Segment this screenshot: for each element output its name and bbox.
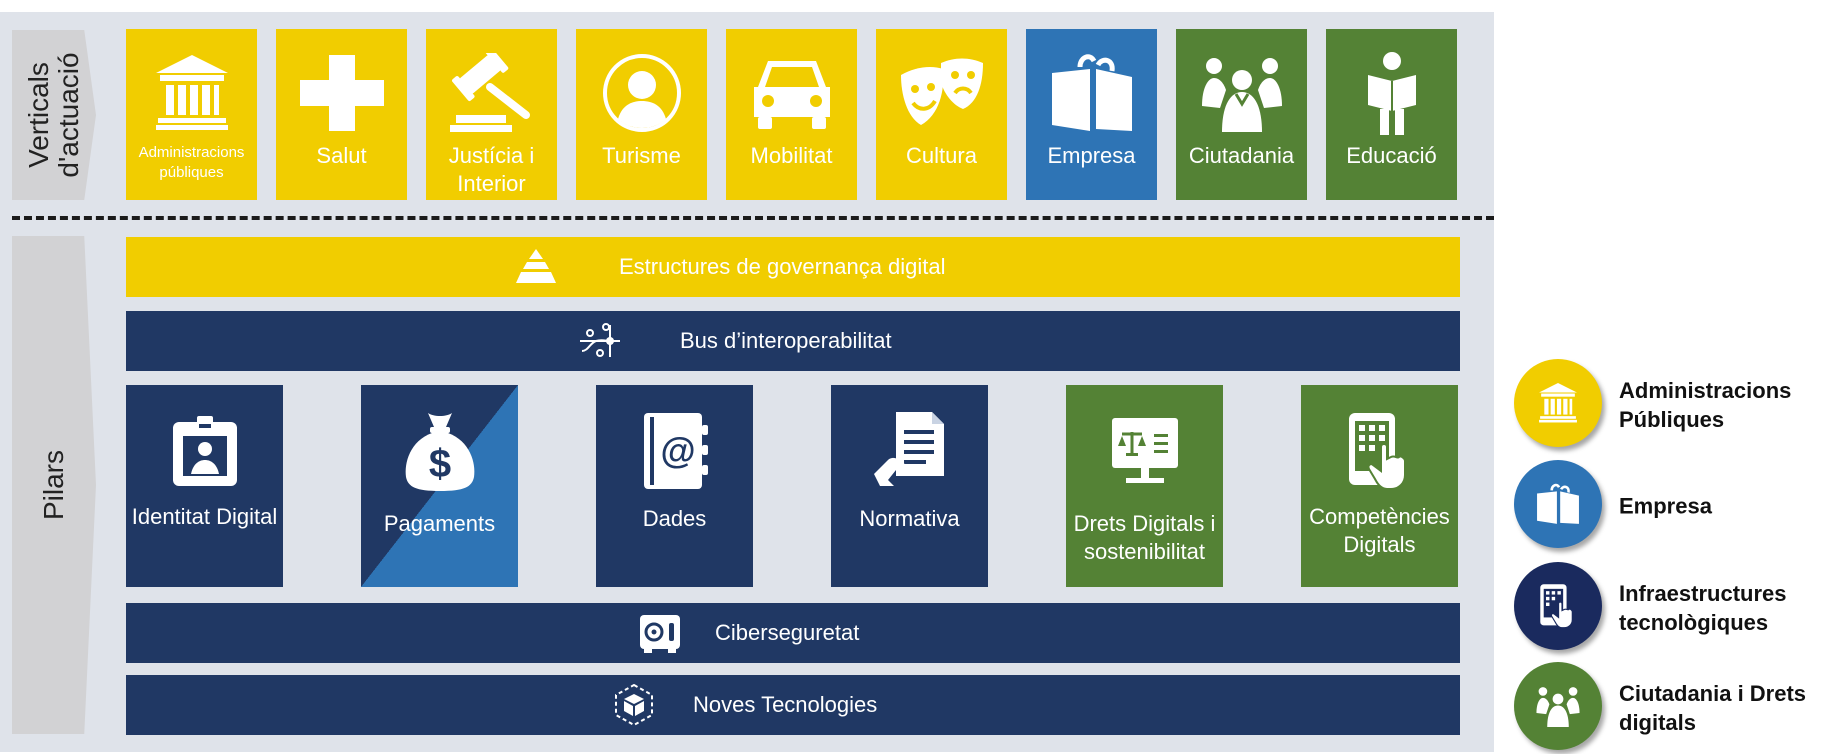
legend-item-empresa: Empresa: [1514, 460, 1832, 552]
vertical-tile-justicia[interactable]: Justícia i Interior: [426, 29, 557, 200]
legend-item-ciutadania: Ciutadania i Drets digitals: [1514, 662, 1832, 754]
pillar-label: Identitat Digital: [131, 504, 278, 529]
pillar-dades[interactable]: @ Dades: [596, 385, 753, 587]
bar-ciberseguretat-label: Ciberseguretat: [715, 620, 860, 645]
person-circle-icon: [576, 47, 707, 139]
shopping-bag-icon: [1514, 460, 1602, 548]
vertical-tile-label: Mobilitat: [750, 143, 833, 168]
id-badge-icon: [126, 409, 283, 493]
verticals-side-label: Verticals d'actuació: [12, 30, 96, 200]
svg-text:$: $: [428, 442, 450, 486]
network-bus-icon: [578, 321, 622, 361]
pyramid-icon: [514, 247, 558, 287]
pillars-title: Pilars: [38, 449, 69, 521]
bar-noves-tecnologies-label: Noves Tecnologies: [693, 692, 878, 717]
health-cross-icon: [276, 47, 407, 139]
bar-governance[interactable]: Estructures de governança digital: [126, 237, 1460, 297]
vertical-tile-administracions[interactable]: Administracions públiques: [126, 29, 257, 200]
legend-label: Empresa: [1619, 493, 1712, 519]
vertical-tile-empresa[interactable]: Empresa: [1026, 29, 1157, 200]
address-book-at-icon: @: [596, 409, 753, 493]
shopping-bag-icon: [1026, 47, 1157, 139]
government-building-icon: [126, 47, 257, 139]
legend-item-infraestructures: Infraestructures tecnològiques: [1514, 562, 1832, 654]
pillar-competencies-digitals[interactable]: Competències Digitals: [1301, 385, 1458, 587]
theater-masks-icon: [876, 47, 1007, 139]
tablet-touch-icon: [1301, 409, 1458, 493]
vertical-tile-turisme[interactable]: Turisme: [576, 29, 707, 200]
verticals-title: Verticals d'actuació: [23, 52, 84, 178]
gavel-icon: [426, 47, 557, 139]
bar-interoperability-label: Bus d’interoperabilitat: [680, 328, 892, 353]
vertical-tile-mobilitat[interactable]: Mobilitat: [726, 29, 857, 200]
document-hand-icon: [831, 409, 988, 493]
scales-monitor-icon: [1066, 409, 1223, 493]
vertical-tile-label: Administracions públiques: [138, 144, 245, 181]
legend-label: Administracions Públiques: [1619, 378, 1792, 432]
people-group-icon: [1176, 47, 1307, 139]
student-reading-icon: [1326, 47, 1457, 139]
vertical-tile-label: Turisme: [602, 143, 681, 168]
safe-icon: [638, 613, 682, 653]
car-icon: [726, 47, 857, 139]
vertical-tile-cultura[interactable]: Cultura: [876, 29, 1007, 200]
government-building-icon: [1514, 359, 1602, 447]
vertical-tile-ciutadania[interactable]: Ciutadania: [1176, 29, 1307, 200]
vertical-tile-label: Salut: [316, 143, 367, 168]
legend-label: Infraestructures tecnològiques: [1619, 581, 1787, 635]
legend-label: Ciutadania i Drets digitals: [1619, 681, 1807, 735]
pillars-side-label: Pilars: [12, 236, 96, 734]
section-divider: [12, 216, 1494, 220]
pillar-label: Drets Digitals i sostenibilitat: [1073, 511, 1216, 564]
bar-interoperability[interactable]: Bus d’interoperabilitat: [126, 311, 1460, 371]
vertical-tile-label: Ciutadania: [1188, 143, 1295, 168]
tablet-touch-icon: [1514, 562, 1602, 650]
bar-noves-tecnologies[interactable]: Noves Tecnologies: [126, 675, 1460, 735]
people-group-icon: [1514, 662, 1602, 750]
cube-icon: [612, 684, 656, 726]
svg-text:@: @: [660, 430, 695, 471]
bar-governance-label: Estructures de governança digital: [619, 254, 946, 279]
pillar-label: Pagaments: [383, 511, 496, 536]
money-bag-icon: $: [361, 409, 518, 493]
pillar-normativa[interactable]: Normativa: [831, 385, 988, 587]
vertical-tile-label: Educació: [1346, 143, 1437, 168]
legend-item-administracions: Administracions Públiques: [1514, 359, 1832, 451]
pillar-label: Competències Digitals: [1309, 504, 1450, 557]
bar-ciberseguretat[interactable]: Ciberseguretat: [126, 603, 1460, 663]
vertical-tile-label: Cultura: [906, 143, 977, 168]
pillar-identitat-digital[interactable]: Identitat Digital: [126, 385, 283, 587]
pillar-label: Dades: [642, 506, 707, 531]
vertical-tile-label: Empresa: [1047, 143, 1136, 168]
vertical-tile-educacio[interactable]: Educació: [1326, 29, 1457, 200]
pillar-drets-digitals[interactable]: Drets Digitals i sostenibilitat: [1066, 385, 1223, 587]
vertical-tile-salut[interactable]: Salut: [276, 29, 407, 200]
pillar-label: Normativa: [859, 506, 960, 531]
pillar-pagaments[interactable]: $ Pagaments: [361, 385, 518, 587]
vertical-tile-label: Justícia i Interior: [448, 143, 535, 196]
